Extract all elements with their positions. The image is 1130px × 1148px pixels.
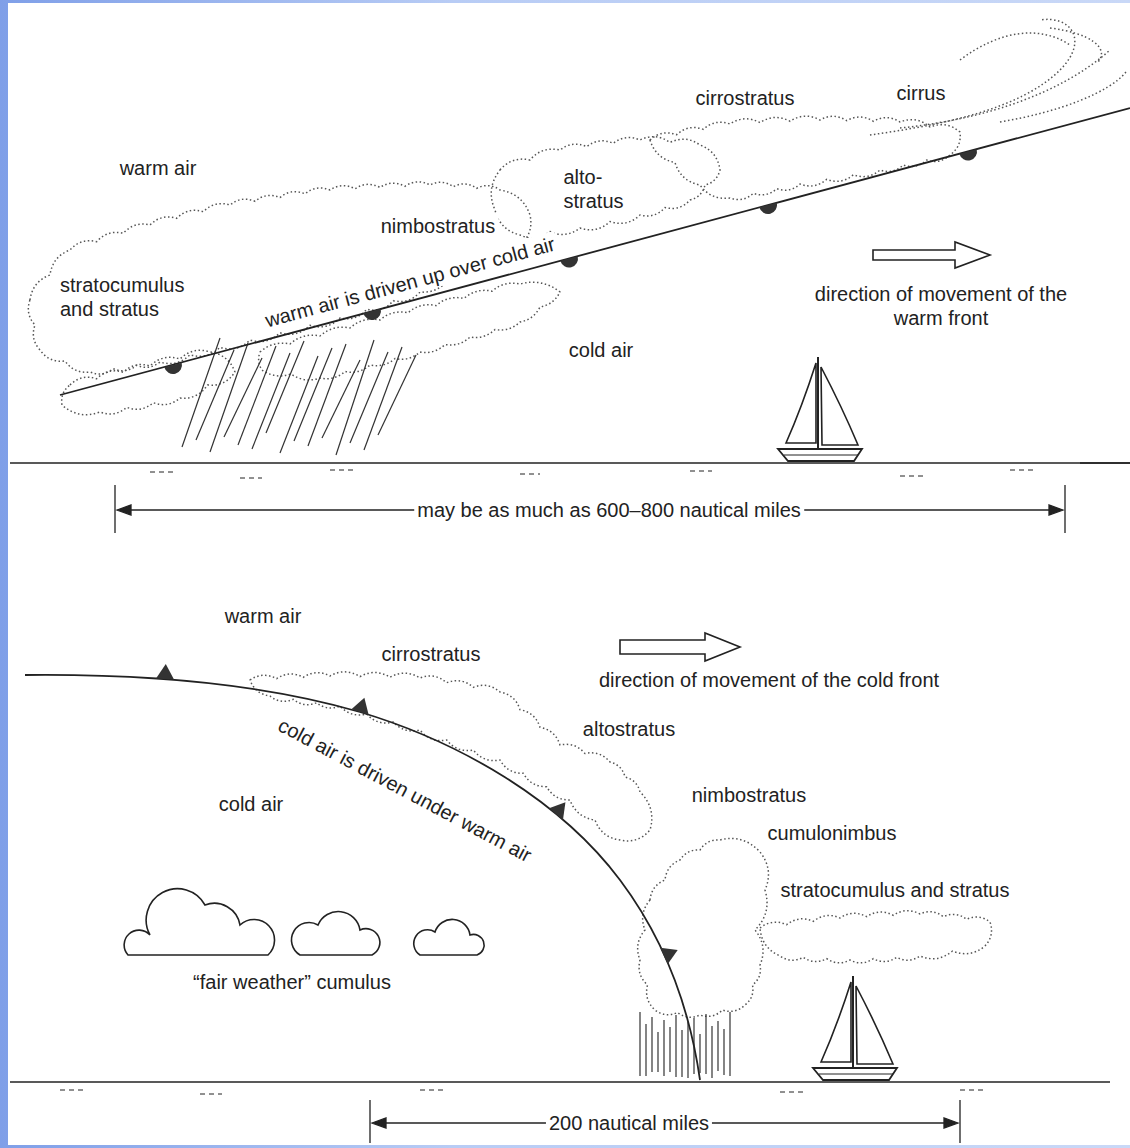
cloud-label: cirrostratus bbox=[693, 86, 798, 110]
warm-front-line bbox=[60, 108, 1130, 395]
cloud-label: cumulonimbus bbox=[765, 821, 900, 845]
cloud-label: altostratus bbox=[580, 717, 678, 741]
direction-note: direction of movement of the warm front bbox=[808, 282, 1074, 330]
direction-note: direction of movement of the cold front bbox=[596, 668, 942, 692]
cloud-label: nimbostratus bbox=[689, 783, 810, 807]
cloud-label: cirrostratus bbox=[379, 642, 484, 666]
cloud-label: cirrus bbox=[894, 81, 949, 105]
cloud-label: stratocumulus and stratus bbox=[57, 273, 213, 321]
rain bbox=[182, 338, 730, 1078]
cloud-label: alto- stratus bbox=[561, 165, 642, 213]
cumulus-clouds bbox=[124, 889, 484, 955]
movement-arrow bbox=[873, 242, 990, 268]
air-mass-label: cold air bbox=[216, 792, 286, 816]
cloud-label: stratocumulus and stratus bbox=[778, 878, 1013, 902]
movement-arrow bbox=[620, 633, 740, 661]
air-mass-label: warm air bbox=[222, 604, 305, 628]
cirrus-swirls bbox=[870, 19, 1126, 135]
warm-front-symbols bbox=[164, 149, 979, 376]
cloud-label: “fair weather” cumulus bbox=[190, 970, 394, 994]
air-mass-label: warm air bbox=[117, 156, 200, 180]
cloud-label: nimbostratus bbox=[378, 214, 499, 238]
dimension-label: may be as much as 600–800 nautical miles bbox=[414, 498, 804, 522]
front-description: cold air is driven under warm air bbox=[272, 711, 539, 868]
dimension-line bbox=[115, 485, 1065, 1143]
dimension-label: 200 nautical miles bbox=[546, 1111, 712, 1135]
sea-surface bbox=[10, 463, 1130, 1094]
diagram-ground: cirrostratus cirrus warm air alto- stratus n… bbox=[8, 3, 1130, 1145]
front-description: warm air is driven up over cold air bbox=[260, 231, 561, 333]
cold-front-line bbox=[25, 675, 700, 1080]
air-mass-label: cold air bbox=[566, 338, 636, 362]
